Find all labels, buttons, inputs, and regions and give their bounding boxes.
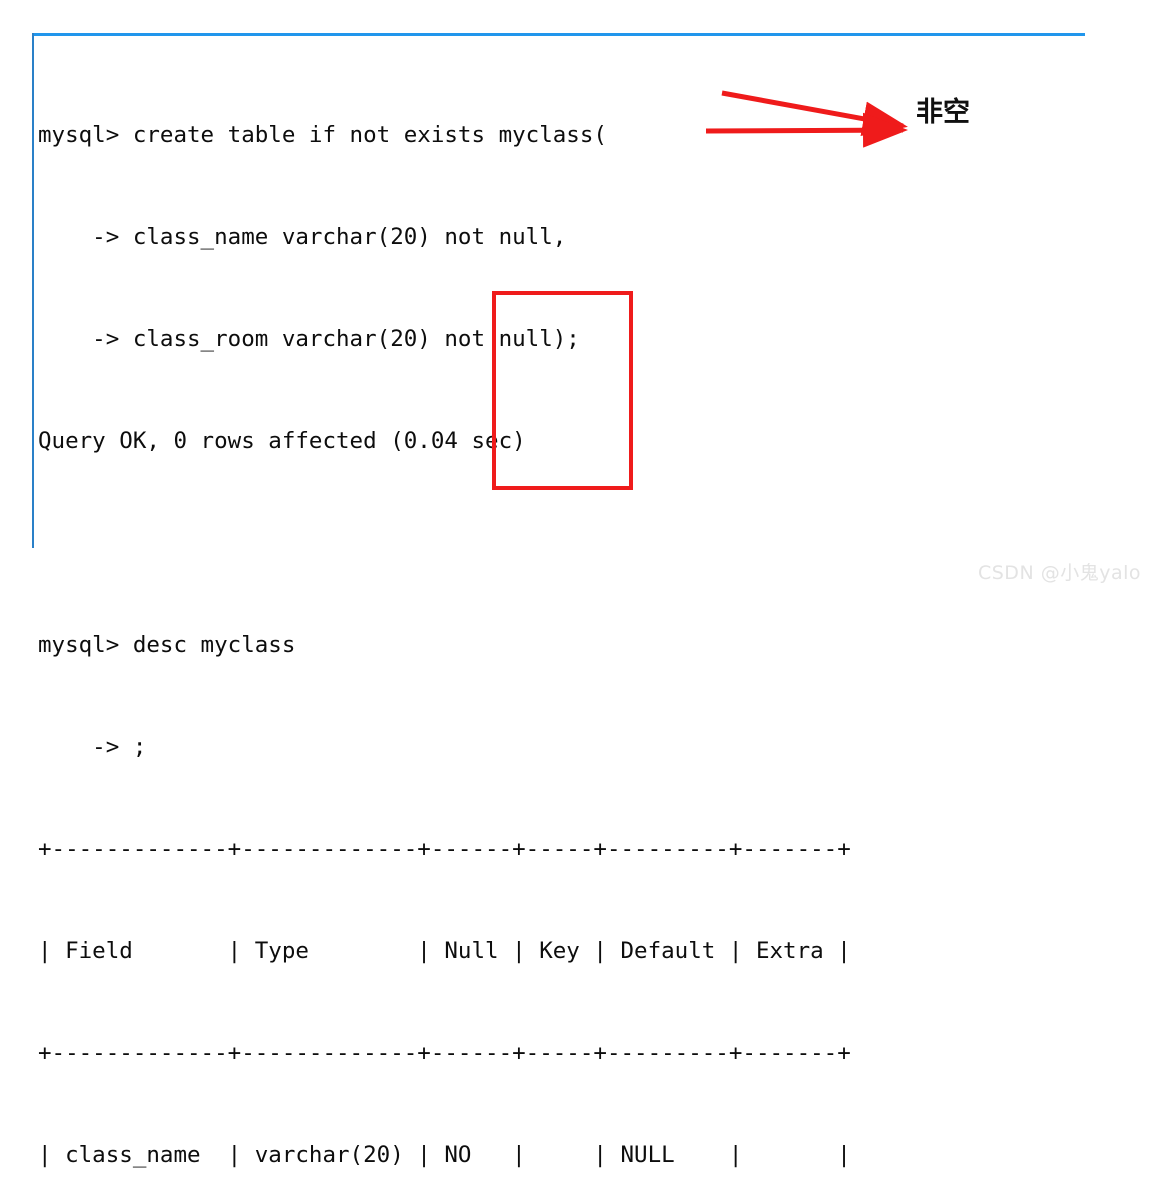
terminal-window xyxy=(32,33,1085,548)
console-output[interactable]: mysql> create table if not exists myclas… xyxy=(38,50,851,1194)
console-line: Query OK, 0 rows affected (0.04 sec) xyxy=(38,428,526,454)
console-line-blank xyxy=(38,526,851,560)
window-left-border xyxy=(32,33,34,548)
table-rule-top: +-------------+-------------+------+----… xyxy=(38,836,851,862)
console-line: mysql> desc myclass xyxy=(38,632,296,658)
window-top-border xyxy=(32,33,1085,36)
watermark: CSDN @小鬼yalo xyxy=(977,562,1141,584)
table-row: | class_name | varchar(20) | NO | | NULL… xyxy=(38,1142,851,1168)
annotation-label-not-null: 非空 xyxy=(916,97,970,128)
table-rule-mid: +-------------+-------------+------+----… xyxy=(38,1040,851,1066)
console-line: -> class_room varchar(20) not null); xyxy=(38,326,580,352)
console-line: mysql> create table if not exists myclas… xyxy=(38,122,607,148)
console-line: -> class_name varchar(20) not null, xyxy=(38,224,567,250)
table-header-row: | Field | Type | Null | Key | Default | … xyxy=(38,938,851,964)
console-line: -> ; xyxy=(38,734,147,760)
